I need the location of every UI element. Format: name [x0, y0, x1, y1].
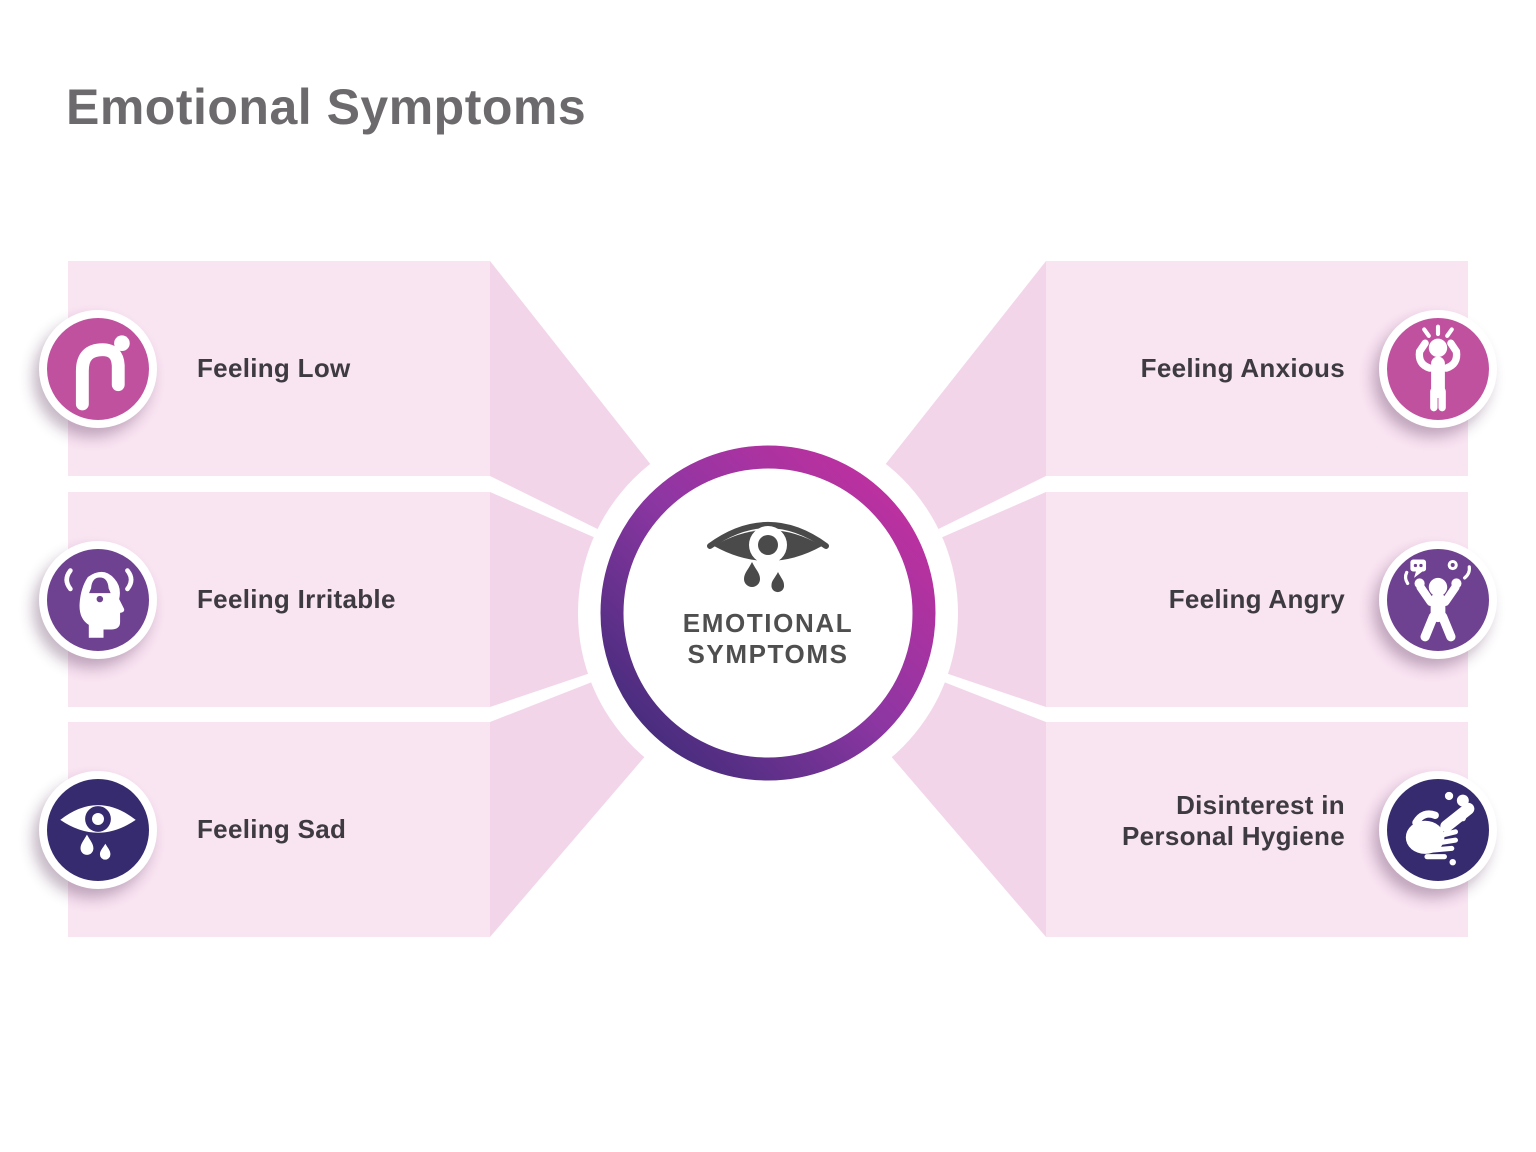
shouting-person-icon [1403, 559, 1472, 642]
crying-eye-icon [60, 805, 136, 860]
icon-circle-feeling-low [39, 310, 157, 428]
washing-hands-icon [1405, 791, 1475, 866]
icon-circle-feeling-irritable [39, 541, 157, 659]
label-feeling-irritable: Feeling Irritable [197, 584, 396, 614]
page-title: Emotional Symptoms [66, 79, 587, 135]
slumped-person-icon [75, 335, 130, 411]
center-circle-ring [600, 445, 936, 781]
crying-eye-icon [707, 522, 829, 593]
icon-circle-personal-hygiene [1379, 771, 1497, 889]
label-personal-hygiene: Disinterest in Personal Hygiene [1122, 790, 1345, 851]
icon-circle-feeling-sad [39, 771, 157, 889]
label-feeling-sad: Feeling Sad [197, 814, 347, 844]
center-label-line1: EMOTIONAL [682, 608, 854, 638]
label-feeling-anxious: Feeling Anxious [1140, 353, 1345, 383]
head-bell-icon [64, 568, 134, 638]
label-feeling-low: Feeling Low [197, 353, 351, 383]
center-label-line2: SYMPTOMS [687, 639, 849, 669]
center-label: EMOTIONAL SYMPTOMS [618, 608, 918, 670]
label-feeling-angry: Feeling Angry [1168, 584, 1345, 614]
icon-circle-feeling-angry [1379, 541, 1497, 659]
hands-on-head-person-icon [1415, 324, 1461, 412]
icon-circle-feeling-anxious [1379, 310, 1497, 428]
